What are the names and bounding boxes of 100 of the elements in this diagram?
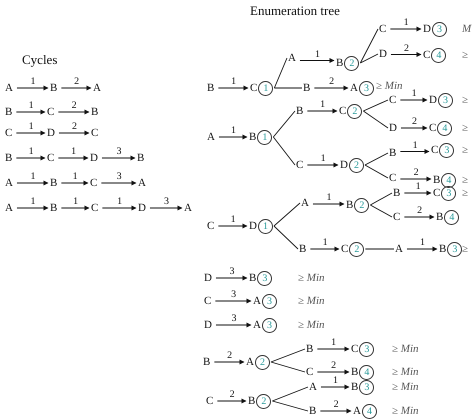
edge-label: 1 (320, 153, 327, 164)
node-letter: A (253, 318, 261, 333)
circled-number: 4 (431, 48, 446, 62)
bound-note: ≥ (462, 48, 468, 62)
edge-label: 1 (412, 140, 419, 150)
bound-note: ≥ (462, 242, 468, 256)
node-letter: C (393, 210, 400, 225)
branch-line (272, 110, 296, 138)
branch-line (274, 58, 288, 88)
node-letter: A (5, 81, 13, 96)
arrow (406, 246, 438, 252)
edge-label: 2 (330, 360, 338, 371)
circled-number: 3 (447, 242, 462, 256)
bound-note: ≥ Min (392, 380, 419, 394)
arrow (390, 52, 422, 57)
node-letter: D (204, 318, 212, 333)
node-letter: D (429, 93, 437, 108)
node-letter: D (379, 47, 387, 62)
node-letter: D (90, 151, 98, 166)
branch-line (274, 202, 300, 226)
circled-number: 3 (262, 294, 277, 308)
node-letter: A (138, 176, 146, 191)
edge-label: 3 (230, 289, 238, 300)
arrow (216, 398, 246, 404)
arrow (400, 98, 428, 102)
edge-label: 2 (402, 42, 410, 54)
branch-line (364, 164, 388, 178)
bound-note: ≥ Min (392, 404, 419, 418)
node-letter: A (288, 51, 296, 66)
edge-label: 1 (332, 375, 339, 386)
circled-number: 4 (441, 172, 456, 188)
circled-number: 3 (438, 92, 453, 108)
edge-label: 2 (70, 121, 78, 132)
arrow (60, 86, 92, 90)
branch-line (272, 400, 308, 412)
arrow (16, 86, 48, 90)
edge-label: 2 (228, 389, 236, 400)
bound-note: ≥ (462, 121, 468, 135)
edge-label: 1 (402, 17, 410, 28)
node-letter: B (203, 355, 210, 370)
node-letter: B (137, 151, 144, 166)
edge-label: 1 (230, 76, 238, 87)
bound-note: M (462, 22, 472, 36)
arrow (400, 176, 432, 182)
arrow (216, 276, 248, 280)
edge-label: 2 (412, 167, 420, 178)
circled-number: 3 (439, 142, 454, 158)
circled-number: 2 (354, 198, 370, 212)
node-letter: C (90, 176, 98, 191)
arrow (16, 110, 46, 114)
node-letter: C (339, 104, 346, 119)
node-letter: A (207, 130, 215, 145)
node-letter: B (436, 210, 444, 225)
arrow (310, 246, 340, 252)
circled-number: 3 (257, 270, 272, 286)
node-letter: B (299, 242, 306, 257)
node-letter: C (250, 81, 258, 96)
node-letter: A (353, 404, 361, 419)
node-letter: C (47, 105, 54, 120)
circled-number: 2 (348, 158, 364, 172)
node-letter: B (309, 404, 316, 419)
circled-number: 2 (254, 354, 270, 370)
arrow (400, 149, 430, 154)
circled-number: 1 (258, 218, 273, 234)
arrow (320, 408, 352, 414)
edge-label: 1 (414, 181, 422, 192)
bound-note: ≥ (462, 173, 468, 187)
arrow (390, 26, 422, 32)
bound-note: ≥ (462, 186, 468, 200)
bound-note: ≥ Min (392, 365, 419, 379)
edge-label: 1 (29, 196, 36, 207)
node-letter: D (249, 219, 257, 234)
edge-label: 2 (328, 76, 336, 87)
circled-number: 3 (432, 22, 447, 36)
node-letter: C (204, 294, 212, 309)
node-letter: B (346, 198, 354, 213)
branch-line (270, 348, 306, 362)
node-letter: B (249, 271, 256, 286)
bound-note: ≥ Min (298, 271, 325, 285)
node-letter: A (5, 201, 13, 216)
circled-number: 3 (358, 80, 374, 96)
edge-label: 1 (319, 99, 326, 110)
arrow (312, 202, 344, 206)
node-letter: D (138, 201, 146, 216)
bound-note: ≥ (462, 93, 468, 107)
node-letter: C (296, 158, 304, 173)
node-letter: A (246, 355, 254, 370)
node-letter: B (5, 105, 12, 120)
edge-label: 1 (230, 214, 237, 225)
node-letter: C (351, 342, 358, 357)
edge-label: 1 (28, 121, 35, 132)
edge-label: 2 (410, 116, 418, 127)
branch-line (272, 136, 296, 166)
node-letter: B (303, 81, 310, 96)
circled-number: 2 (347, 104, 362, 118)
node-letter: B (249, 130, 256, 145)
node-letter: A (395, 242, 403, 257)
arrow (404, 214, 434, 220)
circled-number: 4 (437, 120, 452, 136)
node-letter: C (5, 126, 12, 141)
